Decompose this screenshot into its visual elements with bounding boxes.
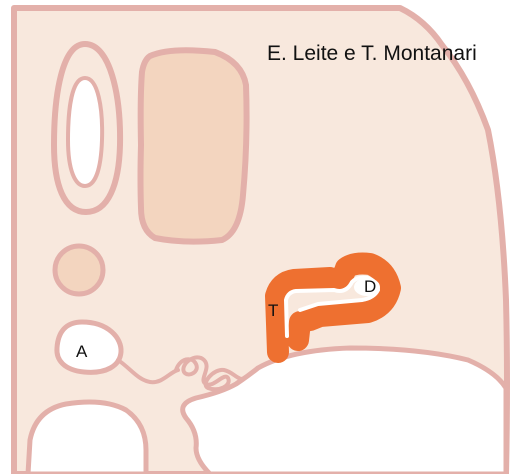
cavity-a [57,322,121,372]
lower-cavity-left [28,402,146,474]
label-t: T [268,301,278,320]
round-body [55,246,103,294]
label-a: A [76,342,88,361]
oval-lumen [68,78,102,186]
dense-block [141,50,247,241]
label-d: D [364,277,376,296]
credit-text: E. Leite e T. Montanari [267,42,477,65]
